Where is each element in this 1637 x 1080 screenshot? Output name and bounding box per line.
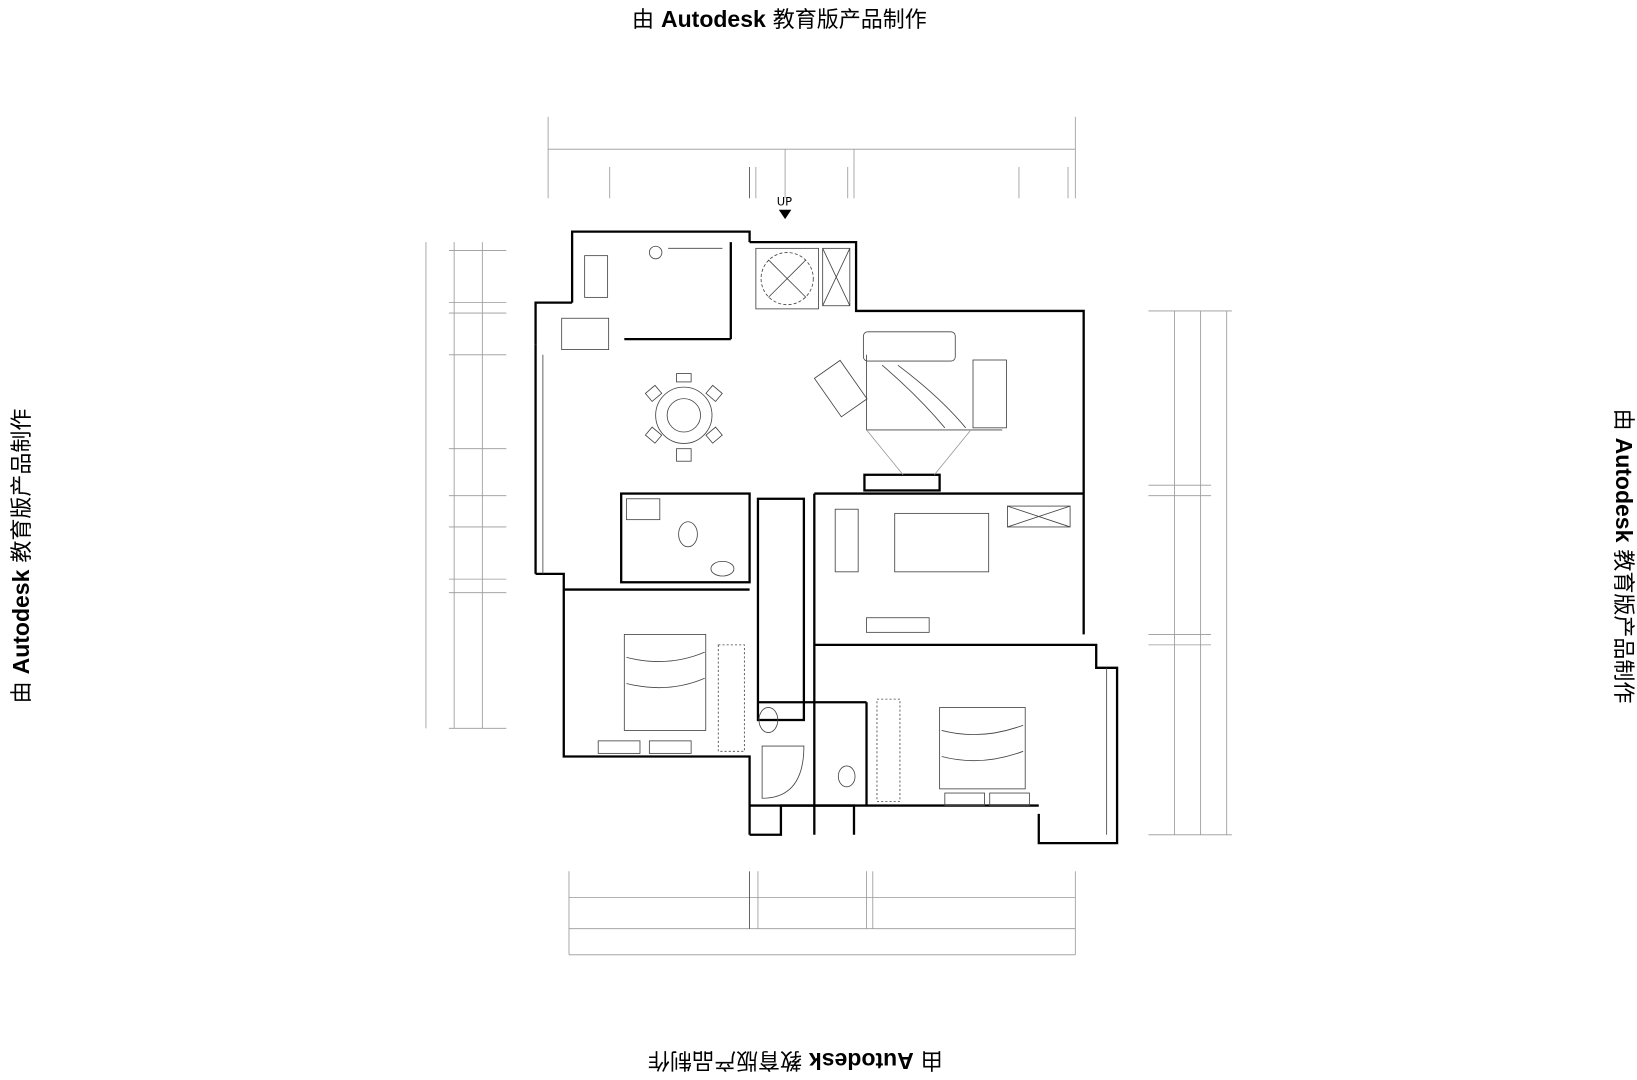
bed-master	[834, 505, 1071, 633]
watermark-brand: Autodesk	[661, 6, 766, 32]
kitchen-fixtures	[561, 245, 723, 350]
dimension-lines-left	[425, 242, 507, 729]
watermark-top: 由 Autodesk 教育版产品制作	[632, 2, 927, 34]
walls	[534, 230, 1119, 845]
dimension-lines-top	[547, 116, 1076, 199]
bed-right	[876, 667, 1108, 835]
dimension-lines-bottom	[568, 871, 1076, 956]
bed-left	[597, 634, 745, 754]
bathroom-fixtures	[625, 498, 856, 799]
elevator-label: UP	[777, 195, 792, 209]
dimension-lines-right	[1148, 310, 1232, 836]
watermark-suffix: 教育版产品制作	[765, 8, 927, 33]
tv-cabinet	[863, 429, 972, 492]
sofa-set	[813, 331, 1007, 431]
watermark-prefix: 由	[632, 8, 661, 33]
entry-arrow-icon: UP	[777, 195, 792, 220]
dining-table	[644, 373, 723, 462]
elevator-shaft	[755, 247, 851, 310]
